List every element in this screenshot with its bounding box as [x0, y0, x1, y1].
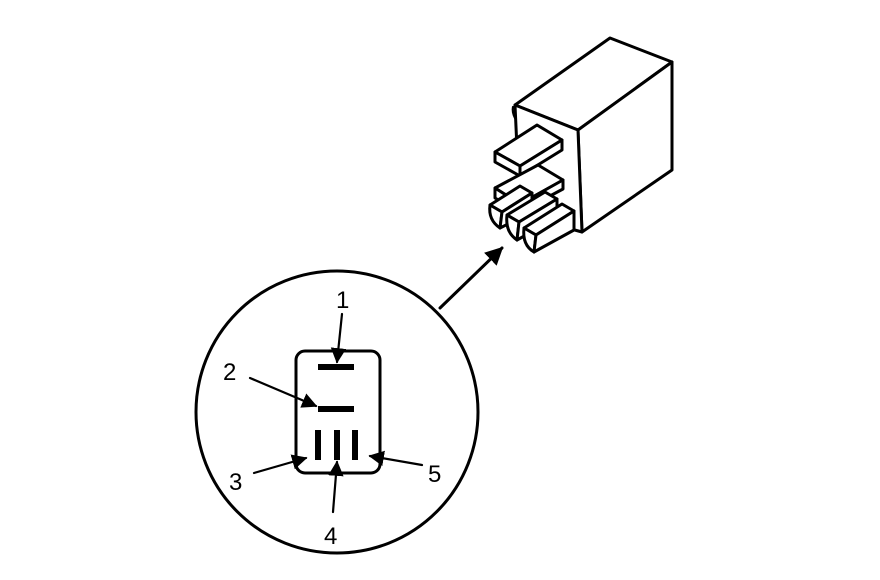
- leader-5: [368, 450, 424, 467]
- label-2: 2: [223, 359, 236, 386]
- pin-slot-3: [315, 430, 321, 460]
- label-3: 3: [229, 469, 242, 496]
- detail-circle: [194, 269, 480, 555]
- pin-slot-2: [318, 406, 354, 412]
- pin-slot-4: [334, 430, 340, 460]
- view-arrow: [438, 246, 504, 310]
- label-4: 4: [324, 523, 337, 550]
- relay-terminal-bottom-right: [522, 202, 576, 254]
- leader-3: [252, 454, 308, 475]
- label-5: 5: [428, 461, 441, 488]
- leader-2: [248, 376, 318, 408]
- leader-1: [330, 312, 347, 364]
- label-1: 1: [336, 287, 349, 314]
- pin-slot-5: [352, 430, 358, 460]
- leader-4: [328, 460, 344, 514]
- pin-slot-1: [318, 364, 354, 370]
